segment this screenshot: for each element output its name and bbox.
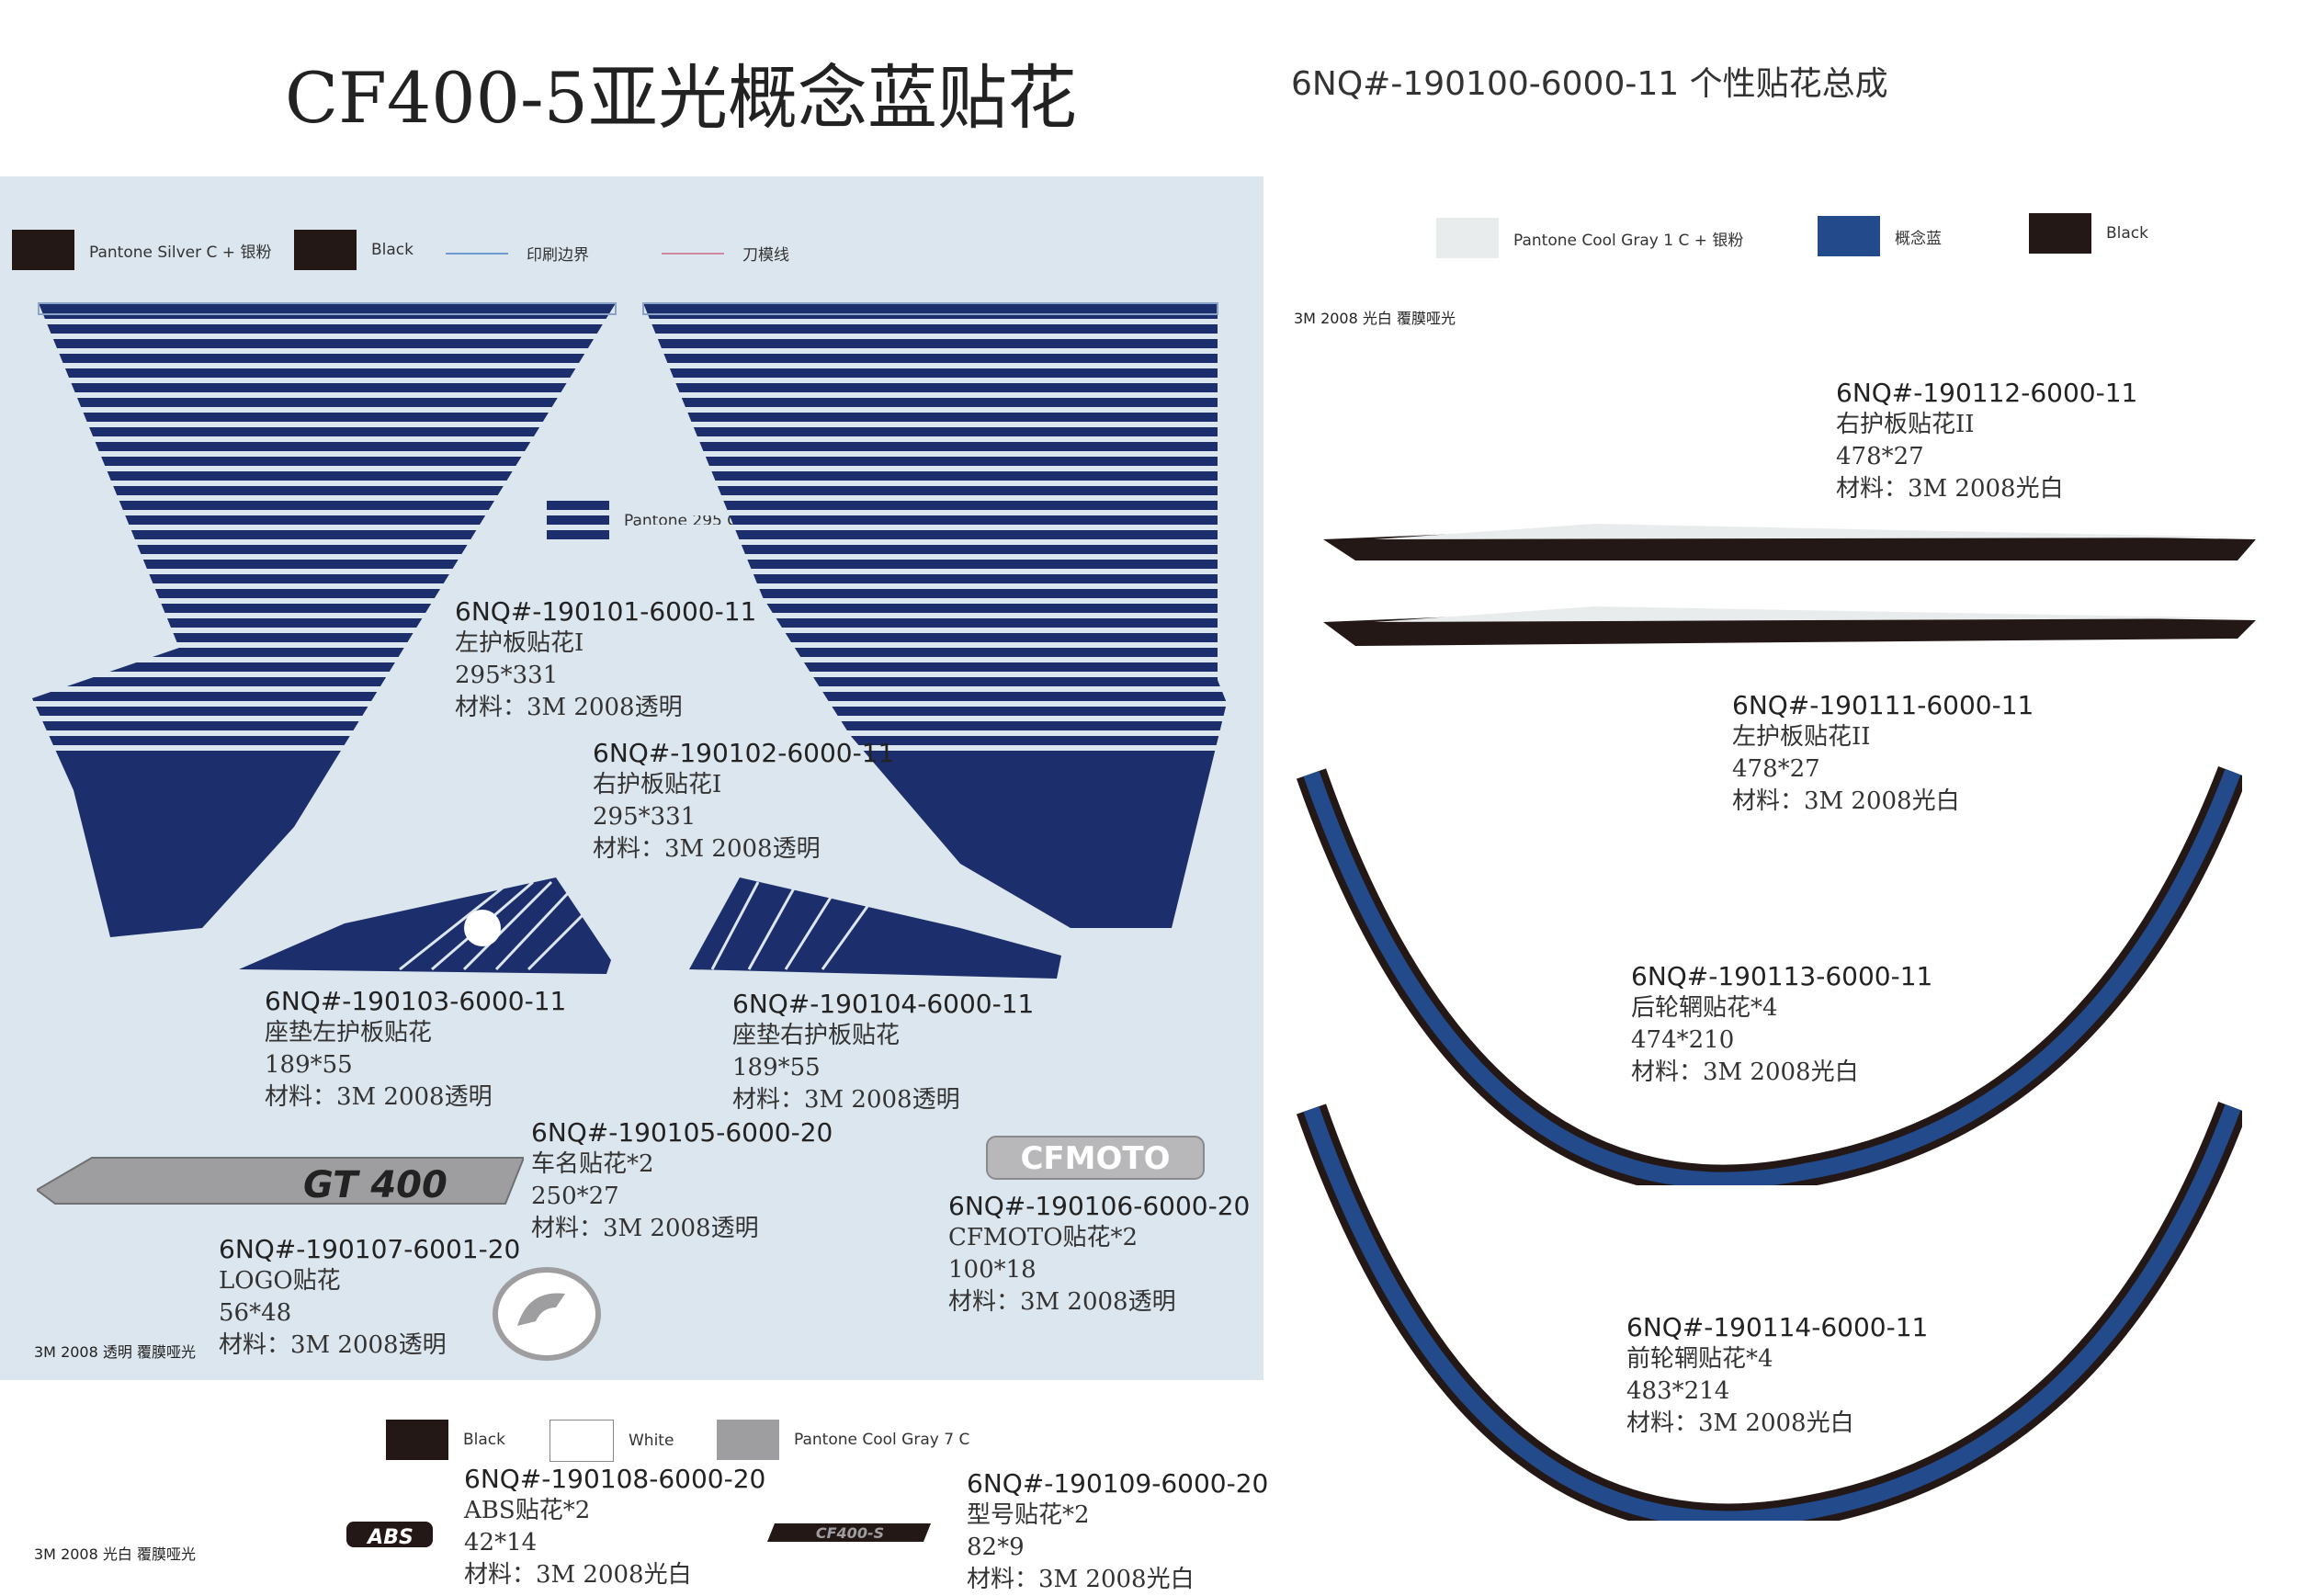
front-rim-decal xyxy=(1296,1102,2242,1521)
swatch-cool-gray-1 xyxy=(1436,218,1499,258)
right-shroud-ii-decal xyxy=(1323,524,2256,560)
legend-label: Black xyxy=(2106,224,2148,243)
gt400-logo: GT 400 xyxy=(37,1157,524,1206)
legend-black: Black xyxy=(294,230,414,270)
cfmoto-text: CFMOTO xyxy=(1020,1140,1170,1177)
swatch-black xyxy=(386,1420,448,1460)
legend-label: Pantone Cool Gray 7 C xyxy=(794,1431,970,1449)
legend-label: Black xyxy=(463,1431,505,1449)
swatch-black xyxy=(294,230,357,270)
legend-print-boundary: 印刷边界 xyxy=(446,242,589,265)
swatch-white xyxy=(550,1420,614,1462)
swatch-black xyxy=(2029,213,2091,254)
abs-text: ABS xyxy=(366,1526,414,1549)
left-shroud-decal xyxy=(28,302,625,937)
material-tag-panel: 3M 2008 透明 覆膜哑光 xyxy=(34,1343,196,1361)
legend-cool-gray-1: Pantone Cool Gray 1 C + 银粉 xyxy=(1436,218,1743,258)
gt400-text: GT 400 xyxy=(303,1164,448,1206)
legend-label: Pantone Cool Gray 1 C + 银粉 xyxy=(1513,231,1744,250)
material-tag-right: 3M 2008 光白 覆膜哑光 xyxy=(1294,310,1456,327)
legend-die-line: 刀模线 xyxy=(662,242,789,265)
seat-left-decal xyxy=(239,877,611,974)
legend-label: 印刷边界 xyxy=(527,246,589,265)
line-print-boundary xyxy=(446,252,508,255)
model-text: CF400-S xyxy=(816,1524,884,1542)
abs-logo: ABS xyxy=(346,1522,433,1549)
legend-silver: Pantone Silver C + 银粉 xyxy=(12,230,271,270)
legend-label: 概念蓝 xyxy=(1895,229,1942,248)
assembly-code: 6NQ#-190100-6000-11 个性贴花总成 xyxy=(1291,65,1888,103)
rear-rim-decal xyxy=(1296,765,2242,1185)
swatch-concept-blue xyxy=(1818,216,1880,256)
legend-label: Pantone Silver C + 银粉 xyxy=(89,243,272,262)
swatch-silver xyxy=(12,230,74,270)
legend-black-bottom: Black xyxy=(386,1420,505,1460)
legend-white: White xyxy=(550,1420,674,1462)
legend-black-right: Black xyxy=(2029,213,2148,254)
swatch-cool-gray-7 xyxy=(717,1420,779,1460)
legend-label: 刀模线 xyxy=(742,246,789,265)
line-die-cut xyxy=(662,252,724,255)
page-title: CF400-5亚光概念蓝贴花 xyxy=(285,57,1077,139)
legend-pantone-295: Pantone 295 C xyxy=(547,501,738,541)
seat-right-decal xyxy=(689,877,1061,979)
legend-label: White xyxy=(629,1432,674,1450)
legend-cool-gray-7: Pantone Cool Gray 7 C xyxy=(717,1420,969,1460)
model-logo: CF400-S xyxy=(767,1523,931,1542)
swatch-pantone-295 xyxy=(547,501,609,541)
material-tag-bottom: 3M 2008 光白 覆膜哑光 xyxy=(34,1545,196,1563)
legend-concept-blue: 概念蓝 xyxy=(1818,216,1942,256)
cfmoto-logo: CFMOTO xyxy=(986,1136,1205,1180)
round-logo xyxy=(493,1267,601,1361)
right-shroud-decal xyxy=(639,302,1236,928)
legend-label: Black xyxy=(371,241,414,259)
left-shroud-ii-decal xyxy=(1323,606,2256,646)
